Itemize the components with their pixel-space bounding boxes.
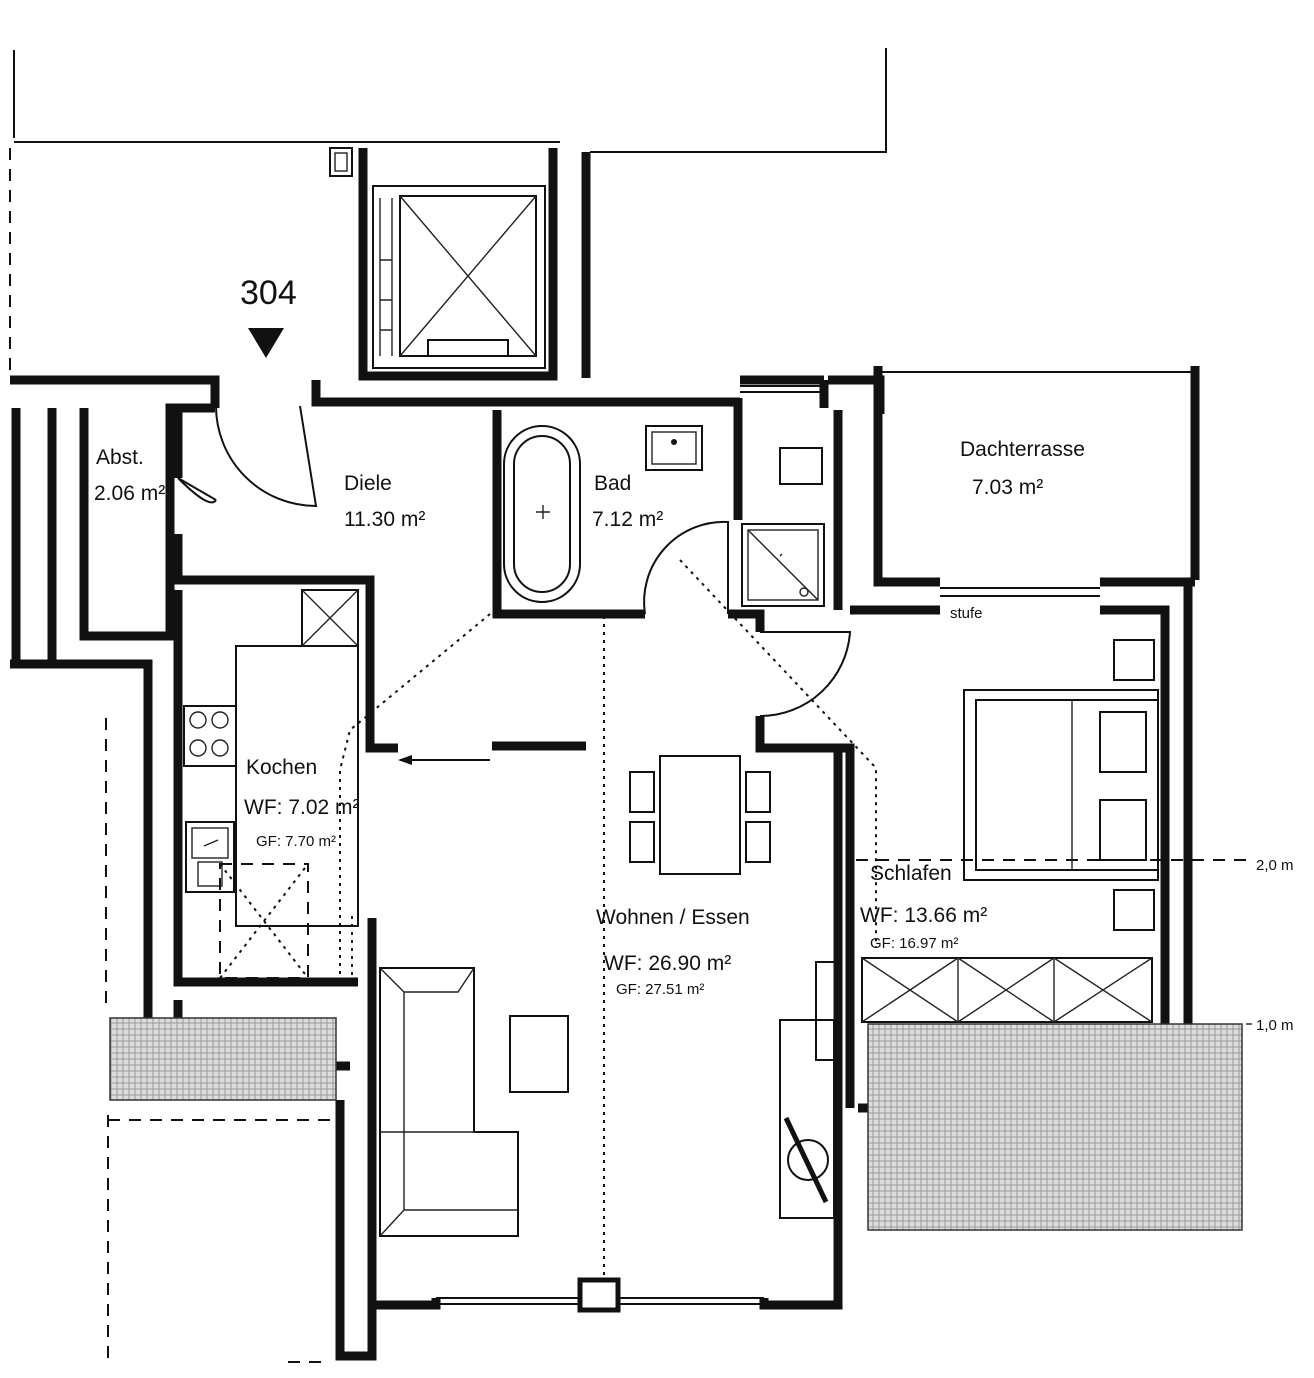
kochen-name: Kochen — [246, 756, 317, 779]
wohnen-gf: GF: 27.51 m² — [616, 981, 704, 998]
height-2m-label: 2,0 m — [1256, 857, 1294, 874]
bad-name: Bad — [594, 472, 631, 495]
schlafen-wf: WF: 13.66 m² — [860, 904, 987, 927]
bathroom-fixtures — [503, 425, 825, 607]
entrance-marker-icon — [248, 328, 284, 358]
kitchen-fixtures — [183, 589, 359, 979]
diele-area: 11.30 m² — [344, 508, 425, 531]
diele-name: Diele — [344, 472, 392, 495]
roof-slope-hatching — [109, 1017, 1243, 1231]
dachterrasse-name: Dachterrasse — [960, 438, 1085, 461]
schlafen-name: Schlafen — [870, 862, 952, 885]
wohnen-name: Wohnen / Essen — [596, 906, 750, 929]
schlafen-gf: GF: 16.97 m² — [870, 935, 958, 952]
area-division-lines — [339, 559, 877, 1280]
height-lines — [856, 859, 1252, 1025]
abst-name: Abst. — [96, 446, 144, 469]
kochen-wf: WF: 7.02 m² — [244, 796, 360, 819]
doors — [177, 405, 852, 765]
wohnen-wf: WF: 26.90 m² — [604, 952, 731, 975]
dachterrasse-area: 7.03 m² — [972, 476, 1043, 499]
kochen-gf: GF: 7.70 m² — [256, 833, 336, 850]
neighbor-building-outline — [9, 48, 887, 1363]
height-1m-label: 1,0 m — [1256, 1017, 1294, 1034]
unit-number: 304 — [240, 274, 297, 312]
living-furniture — [379, 755, 841, 1237]
elevator-shaft — [329, 147, 591, 381]
abst-area: 2.06 m² — [94, 482, 165, 505]
bedroom-furniture — [861, 639, 1159, 1023]
step-label: stufe — [950, 605, 983, 622]
bad-area: 7.12 m² — [592, 508, 663, 531]
